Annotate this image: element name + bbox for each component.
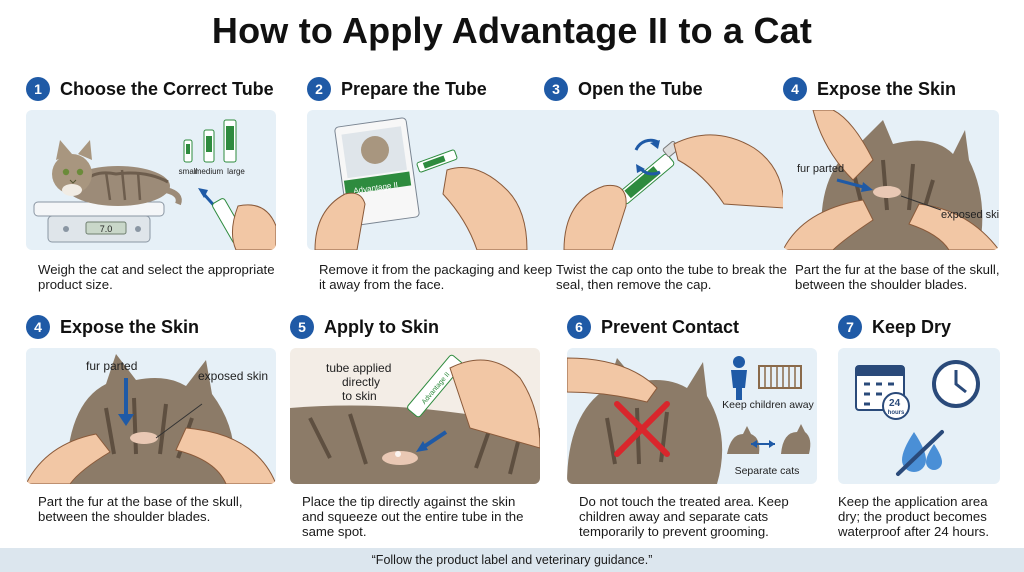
label-line: directly bbox=[342, 375, 380, 389]
fur-parted-label: fur parted bbox=[86, 359, 137, 373]
scale-readout: 7.0 bbox=[100, 224, 113, 234]
size-medium-label: medium bbox=[195, 167, 224, 176]
prepare-tube-illustration: Advantage II bbox=[314, 117, 528, 250]
step-title: Keep Dry bbox=[872, 316, 952, 337]
step-description: Part the fur at the base of the skull, b… bbox=[38, 494, 243, 524]
step-title: Choose the Correct Tube bbox=[60, 78, 274, 99]
step-title: Prevent Contact bbox=[601, 316, 740, 337]
step-header: 7 Keep Dry bbox=[838, 314, 1000, 340]
red-x-icon bbox=[614, 401, 670, 457]
arrow-icon bbox=[416, 430, 448, 452]
step-title: Apply to Skin bbox=[324, 316, 440, 337]
step-header: 1 Choose the Correct Tube bbox=[26, 76, 276, 102]
step-header: 4 Expose the Skin bbox=[26, 314, 276, 340]
keep-dry-illustration: 24 hours bbox=[855, 360, 980, 476]
hand-icon bbox=[314, 167, 528, 250]
step-number-badge: 4 bbox=[783, 77, 807, 101]
hand-icon bbox=[563, 134, 785, 250]
step-description: Do not touch the treated area. Keep chil… bbox=[579, 494, 789, 539]
step-number-badge: 5 bbox=[290, 315, 314, 339]
cats-icon bbox=[727, 424, 811, 454]
step-title: Expose the Skin bbox=[60, 316, 200, 337]
no-water-icon bbox=[896, 430, 944, 476]
expose-skin-illustration: fur parted exposed skin bbox=[783, 110, 999, 250]
step-2: 2 Prepare the Tube Advantage II Remove i… bbox=[307, 76, 557, 292]
clock-icon bbox=[932, 360, 980, 408]
label-line: to skin bbox=[342, 389, 377, 403]
separate-cats-label: Separate cats bbox=[735, 465, 800, 477]
open-tube-illustration bbox=[563, 134, 785, 250]
step-1: 1 Choose the Correct Tube 7.0 bbox=[26, 76, 276, 292]
step-number-badge: 7 bbox=[838, 315, 862, 339]
hand-icon bbox=[783, 110, 999, 250]
step-description: Part the fur at the base of the skull, b… bbox=[795, 262, 1000, 292]
hand-icon bbox=[212, 198, 276, 250]
step-title: Expose the Skin bbox=[817, 78, 957, 99]
hand-icon bbox=[26, 427, 276, 484]
step-number-badge: 3 bbox=[544, 77, 568, 101]
step-header: 5 Apply to Skin bbox=[290, 314, 540, 340]
label-line: 24 bbox=[889, 398, 901, 409]
exposed-skin-label: exposed skin bbox=[198, 369, 268, 383]
size-small-label: small bbox=[179, 167, 198, 176]
step-illustration: fur parted exposed skin bbox=[783, 110, 999, 250]
step-4-repeat: 4 Expose the Skin fur parted exposed ski… bbox=[26, 314, 276, 524]
step-description: Twist the cap onto the tube to break the… bbox=[556, 262, 787, 292]
prevent-contact-illustration: Keep children away Separate cats bbox=[567, 356, 815, 484]
hand-icon bbox=[449, 359, 540, 449]
step-4: 4 Expose the Skin fur parted exposed ski… bbox=[783, 76, 1000, 292]
step-number-badge: 2 bbox=[307, 77, 331, 101]
twenty-four-hours-label: 24 hours bbox=[888, 398, 905, 416]
page-title: How to Apply Advantage II to a Cat bbox=[211, 10, 813, 51]
child-icon bbox=[731, 356, 747, 400]
tube-icon: Advantage II bbox=[407, 354, 463, 418]
footer-note: “Follow the product label and veterinary… bbox=[0, 548, 1024, 572]
step-illustration: Keep children away Separate cats bbox=[567, 348, 817, 484]
hand-icon bbox=[567, 357, 658, 403]
step-header: 3 Open the Tube bbox=[544, 76, 794, 102]
cat-icon bbox=[52, 140, 182, 206]
arrow-icon bbox=[836, 178, 873, 192]
label-line: tube applied bbox=[326, 361, 391, 375]
apply-to-skin-illustration: Advantage II tube applied directly to sk… bbox=[290, 354, 540, 484]
arrow-icon bbox=[118, 378, 134, 426]
scale-icon: 7.0 bbox=[33, 201, 165, 243]
tube-icon bbox=[416, 149, 458, 173]
step-title: Open the Tube bbox=[578, 78, 703, 99]
step-header: 4 Expose the Skin bbox=[783, 76, 999, 102]
size-large-label: large bbox=[227, 167, 245, 176]
choose-tube-illustration: 7.0 small medium bbox=[33, 119, 276, 250]
step-description: Remove it from the packaging and keep it… bbox=[319, 262, 553, 292]
step-5: 5 Apply to Skin Advantage II tube applie… bbox=[290, 314, 540, 539]
step-illustration: 7.0 small medium bbox=[26, 110, 276, 250]
twist-arrows-icon bbox=[634, 138, 661, 176]
step-illustration bbox=[544, 110, 794, 250]
crib-icon bbox=[758, 365, 802, 389]
label-line: hours bbox=[888, 410, 905, 416]
expose-skin-illustration: fur parted exposed skin bbox=[26, 354, 276, 484]
tube-size-options: small medium large bbox=[179, 119, 245, 176]
calendar-icon: 24 hours bbox=[855, 365, 910, 420]
exposed-skin-label: exposed skin bbox=[941, 209, 999, 221]
step-number-badge: 6 bbox=[567, 315, 591, 339]
step-number-badge: 1 bbox=[26, 77, 50, 101]
step-illustration: Advantage II tube applied directly to sk… bbox=[290, 348, 540, 484]
step-3: 3 Open the Tube Twist the cap onto the t… bbox=[544, 76, 794, 292]
step-header: 2 Prepare the Tube bbox=[307, 76, 557, 102]
keep-children-away-label: Keep children away bbox=[722, 399, 814, 411]
step-number-badge: 4 bbox=[26, 315, 50, 339]
step-illustration: Advantage II bbox=[307, 110, 557, 250]
step-6: 6 Prevent Contact Keep children away bbox=[567, 314, 817, 539]
step-header: 6 Prevent Contact bbox=[567, 314, 817, 340]
step-7: 7 Keep Dry 24 hours bbox=[838, 314, 1000, 539]
step-description: Weigh the cat and select the appropriate… bbox=[38, 262, 275, 292]
step-illustration: fur parted exposed skin bbox=[26, 348, 276, 484]
step-title: Prepare the Tube bbox=[341, 78, 487, 99]
tube-applied-label: tube applied directly to skin bbox=[326, 361, 395, 403]
fur-parted-label: fur parted bbox=[797, 163, 844, 175]
step-description: Keep the application area dry; the produ… bbox=[838, 494, 990, 539]
step-illustration: 24 hours bbox=[838, 348, 1000, 484]
step-description: Place the tip directly against the skin … bbox=[302, 494, 524, 539]
